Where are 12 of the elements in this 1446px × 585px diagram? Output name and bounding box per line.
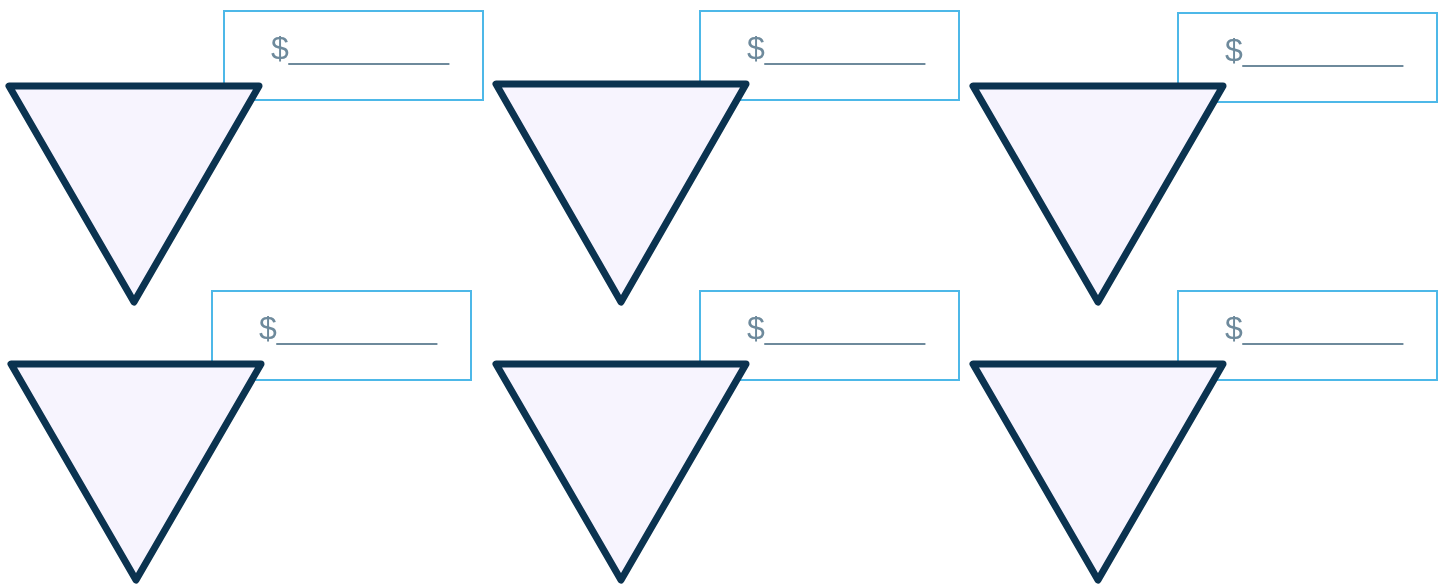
amount-blank: $_________ [1225,310,1403,347]
amount-blank: $_________ [271,30,449,67]
amount-blank: $_________ [747,310,925,347]
amount-blank: $_________ [747,30,925,67]
amount-box [223,10,484,101]
amount-blank: $_________ [259,310,437,347]
amount-box [211,290,472,381]
amount-box [699,290,960,381]
amount-box [699,10,960,101]
amount-blank: $_________ [1225,32,1403,69]
amount-box [1177,12,1438,103]
amount-box [1177,290,1438,381]
